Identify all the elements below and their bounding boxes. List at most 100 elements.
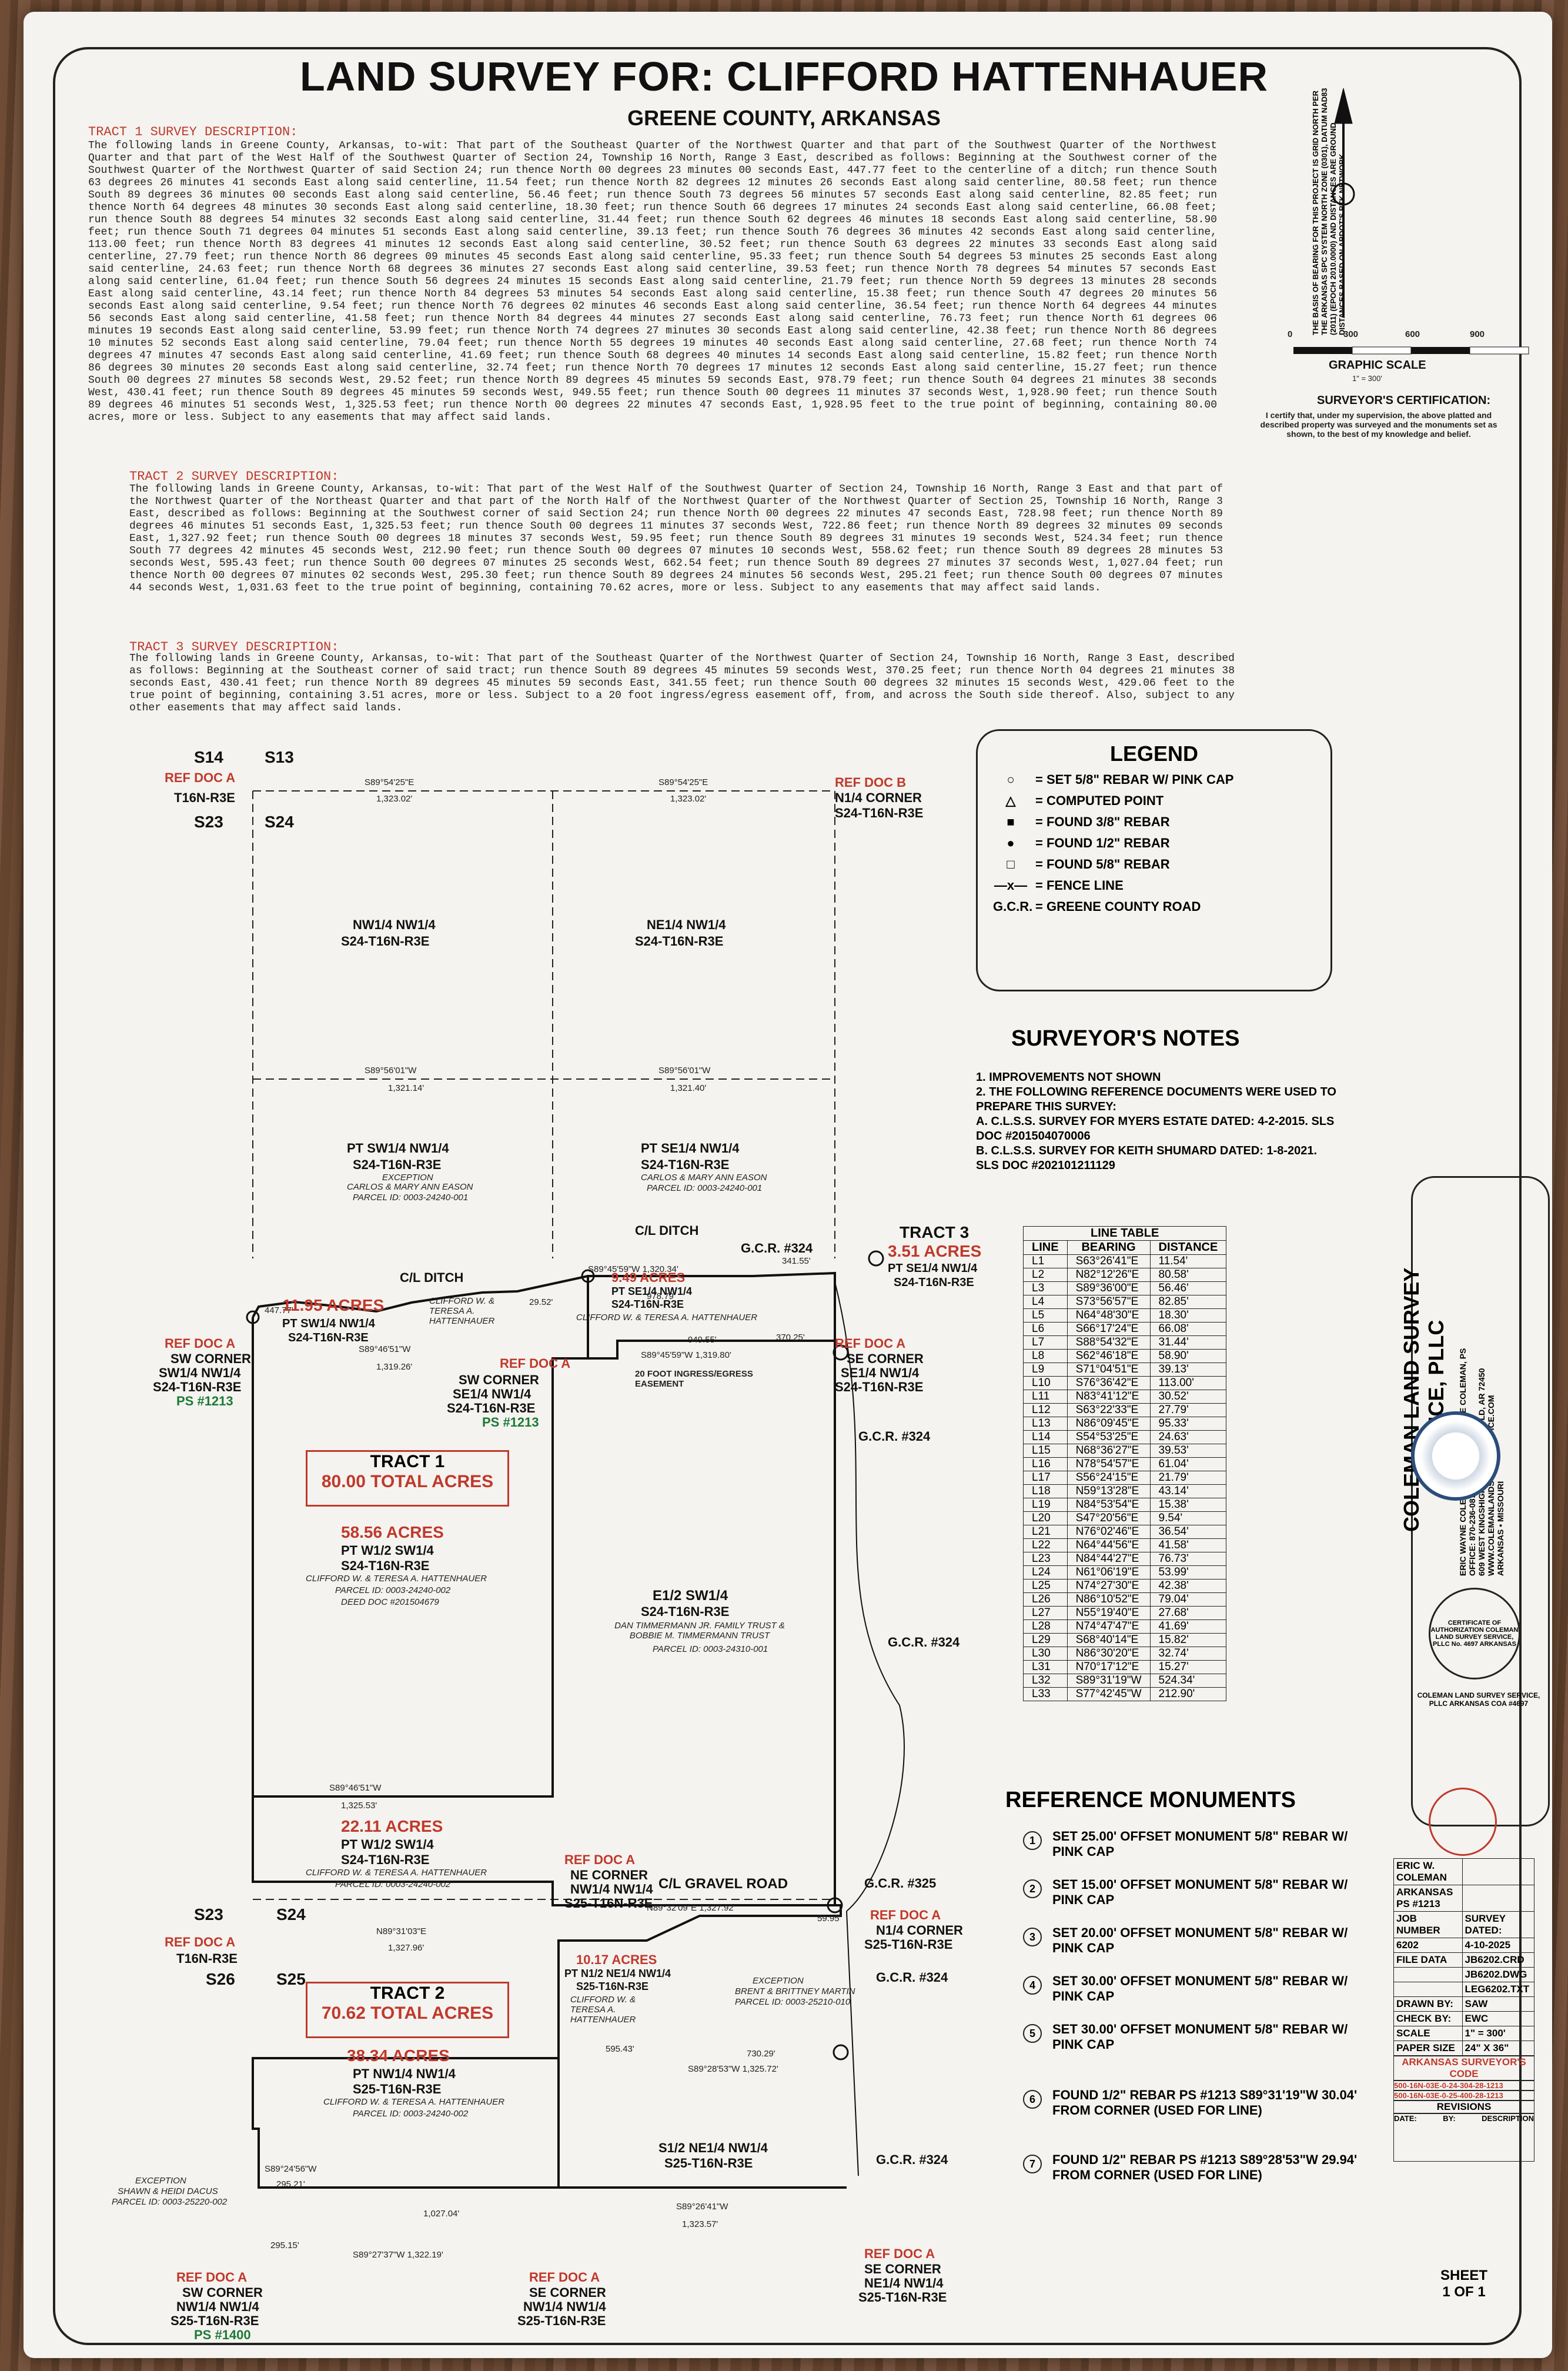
label-ref-doc-b: REF DOC B <box>835 775 906 790</box>
label-gcr-324-b: G.C.R. #324 <box>858 1429 931 1444</box>
label-gcr-325: G.C.R. #325 <box>864 1876 937 1891</box>
line-bearing-cell: N83°41'12"E <box>1066 1390 1151 1404</box>
label-22-11-pt: PT W1/2 SW1/4 <box>341 1837 434 1852</box>
label-nw-nw-25: NW1/4 NW1/4 <box>570 1882 653 1896</box>
label-n14-corner-25: N1/4 CORNER <box>876 1923 963 1938</box>
company-office: OFFICE: 870-236-0875 <box>1467 1489 1477 1576</box>
ref-text: SET 20.00' OFFSET MONUMENT 5/8" REBAR W/… <box>1052 1925 1348 1955</box>
line-distance-cell: 56.46' <box>1149 1281 1227 1295</box>
label-22-11-sub: S24-T16N-R3E <box>341 1852 430 1867</box>
line-bearing-cell: S76°36'42"E <box>1066 1376 1151 1390</box>
label-ne-nw-s: NE1/4 NW1/4 <box>864 2276 944 2290</box>
bearing-gravel-road: N89°32'09"E 1,327.92' <box>647 1903 735 1913</box>
ref-number: 7 <box>1023 2155 1042 2173</box>
surveyors-code-label: ARKANSAS SURVEYOR'S CODE <box>1393 2056 1534 2081</box>
line-distance-cell: 43.14' <box>1149 1484 1227 1498</box>
line-col-header: LINE <box>1023 1240 1068 1255</box>
graphic-scale-ratio: 1" = 300' <box>1352 374 1382 383</box>
line-line-cell: L6 <box>1023 1322 1068 1336</box>
distance-730: 730.29' <box>747 2049 775 2059</box>
label-10-17-pt: PT N1/2 NE1/4 NW1/4 <box>564 1968 671 1979</box>
distance-295-15: 295.15' <box>270 2240 299 2250</box>
label-easement: 20 FOOT INGRESS/EGRESS EASEMENT <box>635 1369 753 1389</box>
label-ref-doc-a-s: REF DOC A <box>529 2270 600 2285</box>
legend-text: = COMPUTED POINT <box>1035 793 1164 808</box>
bearing-s24-s25: N89°31'03"E <box>376 1926 427 1936</box>
label-martin-parcel: PARCEL ID: 0003-25210-010 <box>735 1997 851 2007</box>
line-bearing-cell: S89°31'19"W <box>1066 1674 1151 1688</box>
label-ref-doc-a-se: REF DOC A <box>835 1336 906 1351</box>
sheet-border <box>53 47 1522 2345</box>
legend-text: = FENCE LINE <box>1035 878 1124 893</box>
bearing-col-header: BEARING <box>1066 1240 1151 1255</box>
line-bearing-cell: N74°47'47"E <box>1066 1619 1151 1634</box>
legend-row: □= FOUND 5/8" REBAR <box>993 857 1330 872</box>
line-distance-cell: 113.00' <box>1149 1376 1227 1390</box>
label-se-nw-mid: SE1/4 NW1/4 <box>453 1387 531 1401</box>
found-3-8-rebar-icon: ■ <box>1007 814 1015 829</box>
distance-s24-s25: 1,327.96' <box>388 1943 424 1953</box>
label-ne-nw-sub: S24-T16N-R3E <box>635 934 724 949</box>
distance-col-header: DISTANCE <box>1149 1240 1227 1255</box>
title-block-cell: 6202 <box>1393 1938 1463 1953</box>
line-line-cell: L9 <box>1023 1363 1068 1377</box>
label-se14-nw14: SE1/4 NW1/4 <box>841 1365 920 1380</box>
label-58-56-pt: PT W1/2 SW1/4 <box>341 1543 434 1558</box>
surveyors-notes-title: SURVEYOR'S NOTES <box>1011 1026 1240 1051</box>
company-people: ERIC WAYNE COLEMAN, PS DANIEL LUKE COLEM… <box>1458 1348 1467 1576</box>
label-tract1-total: 80.00 TOTAL ACRES <box>321 1472 494 1491</box>
legend-row: ■= FOUND 3/8" REBAR <box>993 814 1330 830</box>
title-block-row: DRAWN BY:SAW <box>1393 1996 1535 2012</box>
computed-point-icon: △ <box>1005 793 1016 808</box>
line-distance-cell: 58.90' <box>1149 1349 1227 1363</box>
line-bearing-cell: S63°22'33"E <box>1066 1403 1151 1417</box>
label-ne-nw-s-sub: S25-T16N-R3E <box>858 2290 947 2305</box>
ref-number: 2 <box>1023 1879 1042 1898</box>
line-distance-cell: 41.58' <box>1149 1538 1227 1552</box>
bearing-mid-west: S89°56'01"W <box>365 1066 417 1076</box>
company-logo-icon <box>1411 1411 1500 1501</box>
label-eason-parcel: PARCEL ID: 0003-24240-001 <box>353 1193 469 1203</box>
line-line-cell: L22 <box>1023 1538 1068 1552</box>
distance-dacus: 295.21' <box>276 2179 305 2189</box>
label-tract3-acres: 3.51 ACRES <box>888 1242 982 1260</box>
title-block-cell: FILE DATA <box>1393 1952 1463 1968</box>
line-distance-cell: 39.13' <box>1149 1363 1227 1377</box>
label-nw-nw-s: NW1/4 NW1/4 <box>523 2299 606 2314</box>
legend-row: △ = COMPUTED POINT <box>993 793 1330 809</box>
title-block-cell: EWC <box>1462 2011 1535 2026</box>
label-n14-corner-25-sub: S25-T16N-R3E <box>864 1937 953 1952</box>
surveyors-code-2: 500-16N-03E-0-25-400-28-1213 <box>1393 2091 1534 2100</box>
line-line-cell: L30 <box>1023 1647 1068 1661</box>
line-bearing-cell: N68°36'27"E <box>1066 1444 1151 1458</box>
label-58-56-parcel: PARCEL ID: 0003-24240-002 <box>335 1585 451 1595</box>
line-distance-cell: 11.54' <box>1149 1254 1227 1268</box>
line-distance-cell: 76.73' <box>1149 1552 1227 1566</box>
revisions-label: REVISIONS <box>1393 2100 1534 2113</box>
legend-row: ○= SET 5/8" REBAR W/ PINK CAP <box>993 772 1330 787</box>
label-exception-martin: EXCEPTION <box>753 1976 804 1986</box>
ref-text: SET 30.00' OFFSET MONUMENT 5/8" REBAR W/… <box>1052 1973 1348 2003</box>
line-line-cell: L17 <box>1023 1471 1068 1485</box>
label-10-17-owner: CLIFFORD W. & TERESA A. HATTENHAUER <box>570 1995 636 2025</box>
label-tract3-sub: S24-T16N-R3E <box>894 1276 974 1289</box>
distance-447: 447.77' <box>265 1305 293 1315</box>
bearing-tract3-north: S89°45'59"W 1,320.34' <box>588 1264 678 1274</box>
title-block-cell <box>1462 1858 1535 1885</box>
line-bearing-cell: N84°53'54"E <box>1066 1498 1151 1512</box>
line-distance-cell: 61.04' <box>1149 1457 1227 1471</box>
line-bearing-cell: N82°12'26"E <box>1066 1268 1151 1282</box>
label-exception-eason: EXCEPTION <box>382 1173 433 1183</box>
